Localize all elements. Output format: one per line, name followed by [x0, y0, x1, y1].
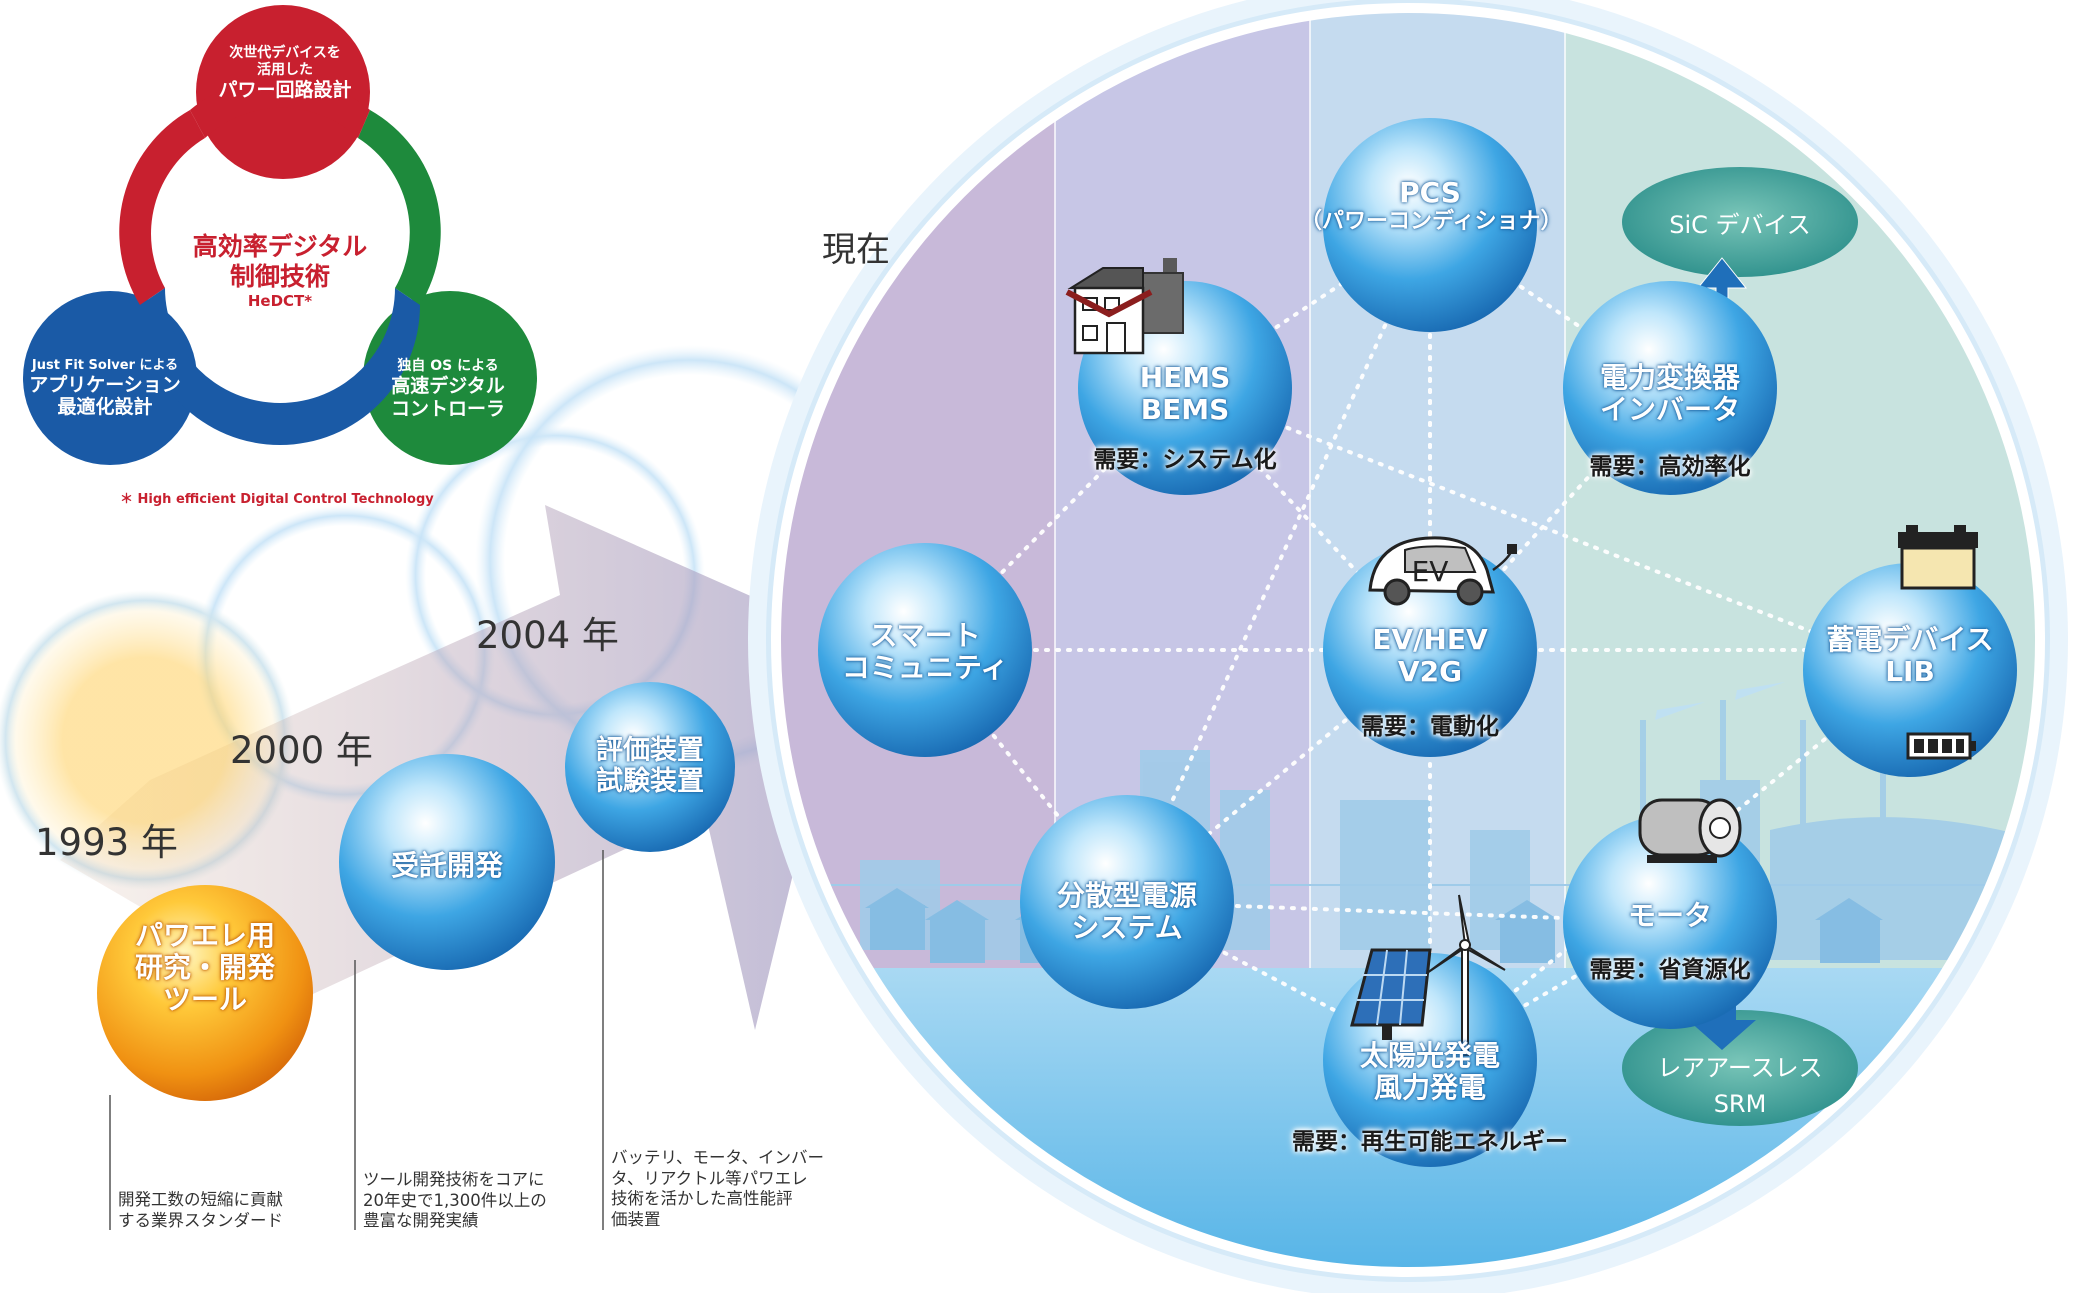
node-motor: モータ — [1560, 899, 1780, 932]
hedct-top-line1: 次世代デバイスを — [229, 45, 341, 61]
note-2004-line1: バッテリ、モータ、インバー — [611, 1148, 825, 1167]
sic-device-label: SiC デバイス — [1669, 211, 1811, 239]
ev-icon-text: EV — [1411, 555, 1449, 588]
node-distributed-line2: システム — [1071, 911, 1183, 945]
note-1993: 開発工数の短縮に貢献 する業界スタンダード — [118, 1190, 283, 1231]
demand-ev: 需要：電動化 — [1361, 714, 1499, 740]
hedct-top-line3: パワー回路設計 — [218, 78, 352, 101]
hedct-left-line2: アプリケーション — [29, 373, 181, 396]
node-solar: 太陽光発電 風力発電 — [1320, 1039, 1540, 1105]
sic-device-ellipse — [1622, 167, 1858, 277]
wind-turbine-icon — [1426, 894, 1506, 1056]
node-solar-line2: 風力発電 — [1373, 1071, 1486, 1105]
bubble-ev — [1323, 543, 1537, 757]
motor-icon — [1638, 798, 1742, 863]
hedct-center-line1: 高効率デジタル — [192, 232, 368, 261]
note-2000-line1: ツール開発技術をコアに — [363, 1170, 545, 1189]
note-1993-line2: する業界スタンダード — [118, 1210, 283, 1230]
node-ev-line2: V2G — [1397, 655, 1463, 689]
note-1993-line1: 開発工数の短縮に貢献 — [118, 1190, 283, 1209]
demand-solar: 需要：再生可能エネルギー — [1292, 1129, 1568, 1155]
note-2000: ツール開発技術をコアに 20年史で1,300件以上の 豊富な開発実績 — [363, 1170, 547, 1232]
hedct-center-line2: 制御技術 — [229, 262, 330, 291]
node-distributed: 分散型電源 システム — [1017, 879, 1237, 945]
note-2004-line2: タ、リアクトル等パワエレ — [611, 1168, 808, 1188]
node-pcs: PCS （パワーコンディショナ） — [1300, 176, 1563, 235]
node-contract-development: 受託開発 — [337, 849, 557, 882]
node-hems-line2: BEMS — [1140, 393, 1230, 427]
hedct-center-label: 高効率デジタル 制御技術 HeDCT* — [160, 232, 400, 310]
hedct-footnote: ＊ High efficient Digital Control Technol… — [120, 492, 434, 507]
hedct-right-line2: 高速デジタル — [391, 374, 505, 397]
node-ev-line1: EV/HEV — [1372, 623, 1488, 656]
note-2004-line4: 価装置 — [611, 1209, 661, 1229]
bubble-storage — [1803, 563, 2017, 777]
node-ev: EV/HEV V2G — [1320, 623, 1540, 689]
year-2004: 2004 年 — [476, 614, 619, 657]
node-storage: 蓄電デバイス LIB — [1790, 623, 2030, 689]
node-smart-line1: スマート — [869, 619, 981, 652]
bubble-inverter — [1563, 281, 1777, 495]
hedct-top-label: 次世代デバイスを 活用した パワー回路設計 — [200, 45, 370, 101]
hedct-right-label: 独自 OS による 高速デジタル コントローラ — [368, 358, 528, 420]
note-2000-line2: 20年史で1,300件以上の — [363, 1190, 547, 1210]
node-inverter: 電力変換器 インバータ — [1560, 361, 1780, 427]
rareearthless-line2: SRM — [1713, 1090, 1767, 1118]
node-pe-line1: パワエレ用 — [134, 919, 275, 952]
bubble-contract-development — [339, 754, 555, 970]
battery-icon — [1898, 525, 1978, 590]
node-power-electronics-tool: パワエレ用 研究・開発 ツール — [95, 919, 315, 1017]
ev-car-icon — [1368, 536, 1517, 606]
rareearthless-label: レアアースレス SRM — [1640, 1050, 1840, 1122]
node-contract-line1: 受託開発 — [390, 849, 503, 882]
bubble-power-electronics-tool — [97, 885, 313, 1101]
node-eval-line2: 試験装置 — [596, 766, 704, 798]
demand-motor: 需要：省資源化 — [1589, 957, 1751, 983]
note-2004: バッテリ、モータ、インバー タ、リアクトル等パワエレ 技術を活かした高性能評 価… — [611, 1148, 824, 1231]
bubble-motor — [1563, 815, 1777, 1029]
current-label: 現在 — [822, 230, 890, 270]
node-hems-line1: HEMS — [1139, 361, 1231, 394]
hedct-left-label: Just Fit Solver による アプリケーション 最適化設計 — [15, 358, 195, 419]
node-storage-line1: 蓄電デバイス — [1826, 623, 1994, 656]
note-2004-line3: 技術を活かした高性能評 — [611, 1189, 793, 1209]
bubble-distributed — [1020, 795, 1234, 1009]
rareearthless-ellipse — [1622, 1010, 1858, 1126]
node-smart-line2: コミュニティ — [841, 651, 1009, 685]
down-arrow-icon — [1688, 1002, 1756, 1050]
hedct-right-line1: 独自 OS による — [397, 358, 499, 374]
node-storage-line2: LIB — [1885, 655, 1935, 689]
node-eval-line1: 評価装置 — [596, 735, 704, 766]
hedct-left-line1: Just Fit Solver による — [31, 358, 179, 373]
house-icon — [1065, 258, 1184, 355]
node-distributed-line1: 分散型電源 — [1056, 879, 1197, 912]
bubble-pcs — [1323, 118, 1537, 332]
node-evaluation-equipment: 評価装置 試験装置 — [540, 735, 760, 797]
solar-panel-icon — [1350, 948, 1432, 1040]
node-pe-line3: ツール — [162, 983, 247, 1017]
hedct-top-line2: 活用した — [257, 61, 313, 78]
node-pcs-line1: PCS — [1399, 176, 1461, 209]
note-2000-line3: 豊富な開発実績 — [363, 1211, 479, 1231]
rareearthless-line1: レアアースレス — [1657, 1054, 1823, 1082]
bubble-evaluation — [565, 682, 735, 852]
battery-level-icon — [1906, 732, 1976, 760]
hedct-right-line3: コントローラ — [390, 397, 505, 420]
node-motor-line1: モータ — [1627, 899, 1712, 932]
node-inverter-line2: インバータ — [1599, 393, 1740, 427]
hedct-abbr: HeDCT* — [247, 292, 313, 310]
year-2000: 2000 年 — [230, 729, 373, 772]
node-pe-line2: 研究・開発 — [134, 951, 275, 985]
demand-inverter: 需要：高効率化 — [1589, 454, 1751, 480]
hedct-left-line3: 最適化設計 — [57, 396, 153, 419]
node-inverter-line1: 電力変換器 — [1599, 361, 1740, 394]
node-hems: HEMS BEMS — [1075, 361, 1295, 427]
demand-hems: 需要：システム化 — [1093, 447, 1277, 473]
bubble-smart-community — [818, 543, 1032, 757]
year-1993: 1993 年 — [35, 821, 178, 864]
node-smart-community: スマート コミュニティ — [815, 619, 1035, 685]
node-pcs-line2: （パワーコンディショナ） — [1300, 209, 1563, 235]
node-solar-line1: 太陽光発電 — [1359, 1039, 1500, 1072]
